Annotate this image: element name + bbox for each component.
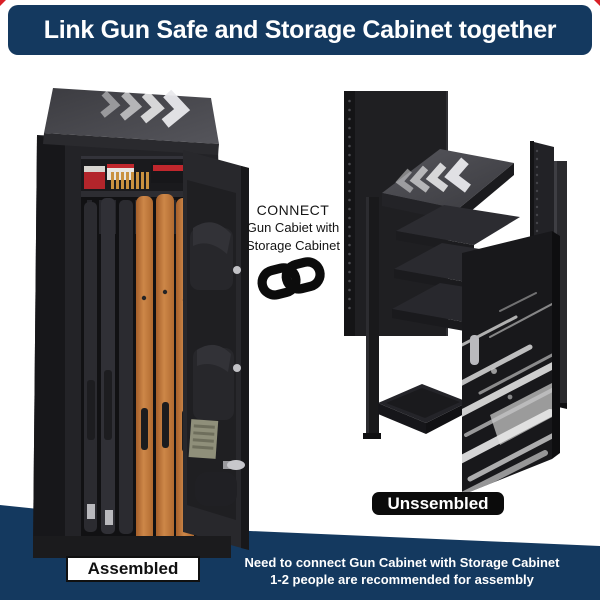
door-handle-knob	[223, 460, 245, 470]
footer-note-line2: 1-2 people are recommended for assembly	[270, 572, 534, 587]
connect-line3: Storage Cabinet	[246, 238, 340, 253]
safe-base	[33, 536, 231, 558]
chain-link-icon	[256, 251, 326, 305]
ammo-shelf	[81, 159, 199, 197]
safe-open-door	[183, 150, 249, 550]
unassembled-label-text: Unssembled	[387, 493, 489, 513]
door-bolt-top	[233, 266, 241, 274]
footer-note-line1: Need to connect Gun Cabinet with Storage…	[244, 555, 560, 570]
title-banner: Link Gun Safe and Storage Cabinet togeth…	[8, 5, 592, 55]
bottom-tray	[378, 384, 468, 434]
assembled-label-text: Assembled	[87, 559, 179, 578]
cabinet-door-panel	[462, 231, 560, 495]
cabinet-top-lid	[382, 149, 514, 222]
safe-interior	[81, 156, 199, 550]
connect-line2: Gun Cabiet with	[246, 220, 340, 235]
holstered-pistol-top	[193, 222, 231, 254]
page-title: Link Gun Safe and Storage Cabinet togeth…	[43, 15, 557, 44]
connect-annotation: CONNECT Gun Cabiet with Storage Cabinet	[242, 201, 344, 255]
footer-note: Need to connect Gun Cabinet with Storage…	[216, 554, 588, 588]
chevrons-right-icon	[100, 89, 191, 128]
red-quote-accent-right	[594, 0, 600, 6]
bullets-row	[111, 172, 149, 189]
front-left-post	[363, 197, 381, 439]
holstered-pistol-mid	[197, 344, 231, 372]
unassembled-label: Unssembled	[372, 492, 504, 515]
door-grunge-graphic	[462, 292, 552, 495]
chevrons-left-icon	[395, 157, 471, 193]
black-rifles	[84, 198, 133, 534]
door-lock-handle	[470, 335, 479, 365]
door-keypad	[188, 419, 219, 459]
mounting-holes-left	[348, 99, 351, 310]
red-quote-accent-left	[0, 0, 6, 6]
assembled-gun-safe-image	[33, 88, 249, 558]
unassembled-cabinet-image	[344, 91, 567, 495]
door-bolt-bottom	[233, 364, 241, 372]
connect-heading: CONNECT	[256, 202, 330, 218]
assembled-label: Assembled	[66, 556, 200, 582]
